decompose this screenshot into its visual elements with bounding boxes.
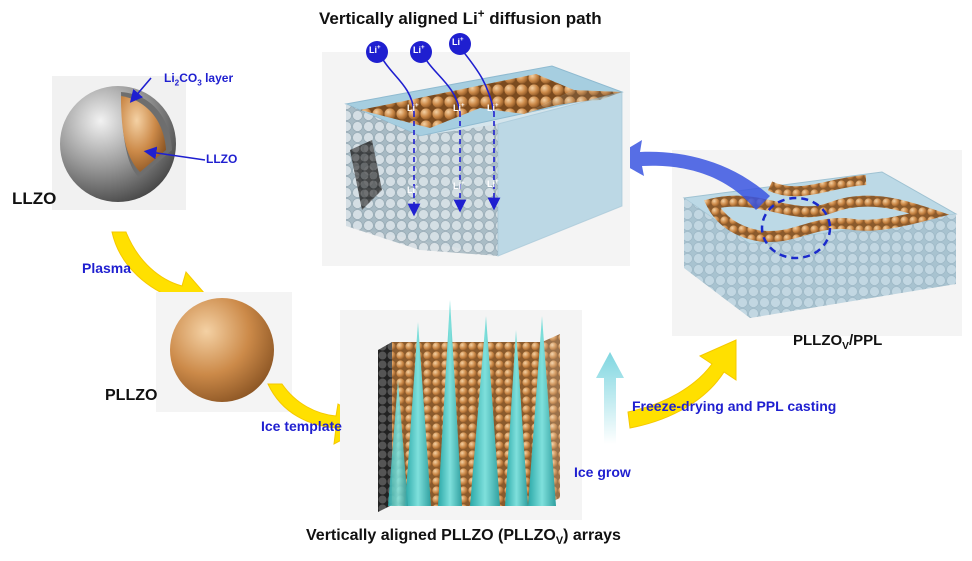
freeze-drying-arrow <box>627 339 737 429</box>
magnify-arrow <box>612 140 770 210</box>
li2co3-layer-label: Li2CO3 layer <box>164 71 234 88</box>
li-path-label-2a: Li+ <box>453 102 465 113</box>
top-title: Vertically aligned Li+ diffusion path <box>319 8 602 28</box>
li-ion-1-label: Li+ <box>369 44 381 55</box>
llzo-particle <box>52 76 186 210</box>
bottom-title: Vertically aligned PLLZO (PLLZOV) arrays <box>306 527 621 548</box>
li-path-label-3b: Li+ <box>487 178 499 189</box>
li-ion-paths <box>366 33 501 217</box>
llzo-core-pointer <box>143 146 206 161</box>
freeze-drying-label: Freeze-drying and PPL casting <box>632 398 837 414</box>
ice-grow-label: Ice grow <box>574 464 631 480</box>
li-diffusion-block <box>322 52 630 266</box>
li2co3-pointer <box>129 77 152 103</box>
li-ion-3-label: Li+ <box>452 36 464 47</box>
li-path-label-1a: Li+ <box>407 102 419 113</box>
li-path-label-1b: Li+ <box>407 184 419 195</box>
pllzo-arrays-block <box>340 300 582 520</box>
ice-grow-arrow <box>596 352 624 444</box>
pllzo-particle <box>156 292 292 412</box>
li-path-label-2b: Li+ <box>453 180 465 191</box>
ice-template-label: Ice template <box>261 418 342 434</box>
li-ion-3 <box>449 33 471 55</box>
pllzo-label: PLLZO <box>105 387 158 404</box>
li-ion-2 <box>410 41 432 63</box>
llzo-core-label: LLZO <box>206 152 238 166</box>
llzo-label: LLZO <box>12 189 57 208</box>
li-ion-2-label: Li+ <box>413 44 425 55</box>
li-path-label-3a: Li+ <box>487 102 499 113</box>
plasma-label: Plasma <box>82 260 132 276</box>
pllzov-ppl-label: PLLZOV/PPL <box>793 332 883 352</box>
li-ion-1 <box>366 41 388 63</box>
